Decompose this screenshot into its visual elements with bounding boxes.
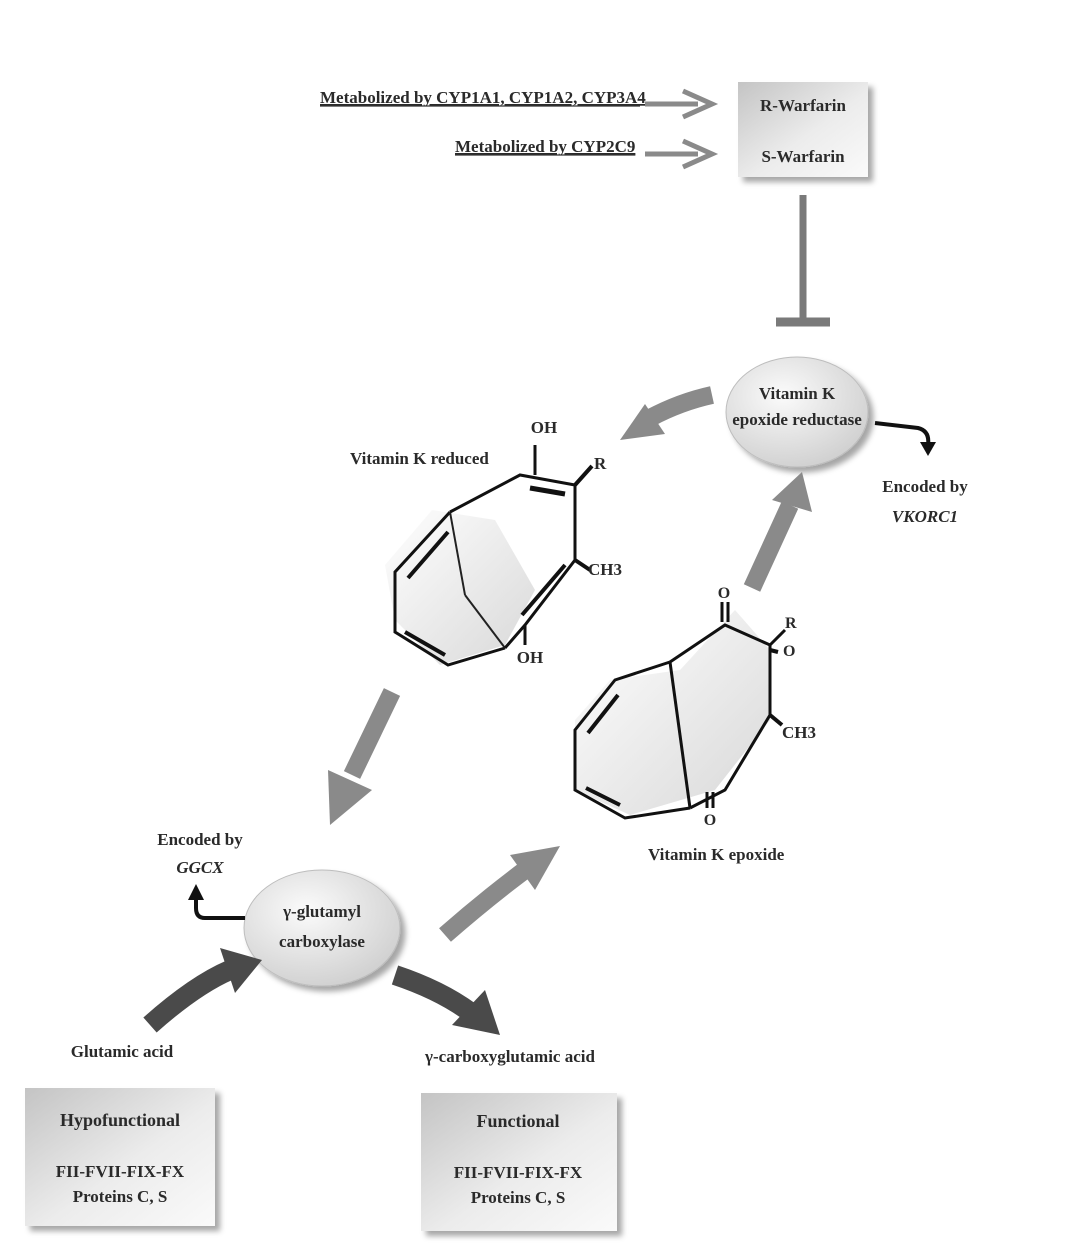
functional-proteins: Proteins C, S <box>471 1188 566 1207</box>
epoxide-o-side: O <box>783 643 795 660</box>
carboxyglutamic-output-arrow <box>391 965 500 1035</box>
reduced-oh-bottom: OH <box>517 648 543 667</box>
carboxylase-label-line2: carboxylase <box>279 932 365 951</box>
epoxide-o-bottom: O <box>704 812 716 829</box>
vitamin-k-reduced-structure <box>385 445 594 667</box>
reduced-oh-top: OH <box>531 418 557 437</box>
ggcx-encoded-by-label: Encoded by <box>157 830 243 849</box>
inhibition-bar <box>776 195 830 327</box>
functional-box <box>421 1093 617 1231</box>
arrow-carboxylase-to-epoxide <box>439 846 560 942</box>
vkorc1-encoding-arrow <box>874 421 936 456</box>
vkor-ellipse <box>725 356 869 468</box>
reduced-ch3-label: CH3 <box>588 560 622 579</box>
arrow-vkor-to-reduced <box>620 386 714 440</box>
glutamic-acid-label: Glutamic acid <box>71 1042 174 1061</box>
glutamic-acid-input-arrow <box>143 948 262 1033</box>
metabolized-by-cyp2c9-label: Metabolized by CYP2C9 <box>455 137 635 156</box>
s-warfarin-label: S-Warfarin <box>761 147 845 166</box>
vkorc1-gene-label: VKORC1 <box>892 507 958 526</box>
warfarin-box <box>738 82 868 177</box>
metabolism-arrow-1 <box>645 88 719 120</box>
arrow-epoxide-to-vkor <box>743 472 812 592</box>
vitamin-k-epoxide-structure <box>573 602 787 820</box>
metabolized-by-cyp1a1-label: Metabolized by CYP1A1, CYP1A2, CYP3A4 <box>320 88 646 107</box>
carboxyglutamic-acid-label: γ-carboxyglutamic acid <box>424 1047 595 1066</box>
r-warfarin-label: R-Warfarin <box>760 96 846 115</box>
epoxide-r-label: R <box>785 615 797 632</box>
ggcx-encoding-arrow <box>188 884 245 920</box>
vitamin-k-reduced-title: Vitamin K reduced <box>350 449 489 468</box>
arrow-reduced-to-carboxylase <box>328 688 401 825</box>
epoxide-o-top: O <box>718 585 730 602</box>
hypofunctional-box <box>25 1088 215 1226</box>
hypofunctional-title: Hypofunctional <box>60 1110 180 1130</box>
reduced-r-label: R <box>594 454 607 473</box>
vkor-label-line1: Vitamin K <box>759 384 836 403</box>
hypofunctional-factors: FII-FVII-FIX-FX <box>56 1162 185 1181</box>
carboxylase-label-line1: γ-glutamyl <box>282 902 361 921</box>
epoxide-ch3-label: CH3 <box>782 723 816 742</box>
carboxylase-ellipse <box>243 869 401 987</box>
functional-title: Functional <box>476 1111 559 1131</box>
functional-factors: FII-FVII-FIX-FX <box>454 1163 583 1182</box>
vitamin-k-epoxide-title: Vitamin K epoxide <box>648 845 785 864</box>
hypofunctional-proteins: Proteins C, S <box>73 1187 168 1206</box>
metabolism-arrow-2 <box>645 138 719 170</box>
ggcx-gene-label: GGCX <box>176 858 224 877</box>
vkor-encoded-by-label: Encoded by <box>882 477 968 496</box>
vkor-label-line2: epoxide reductase <box>732 410 862 429</box>
